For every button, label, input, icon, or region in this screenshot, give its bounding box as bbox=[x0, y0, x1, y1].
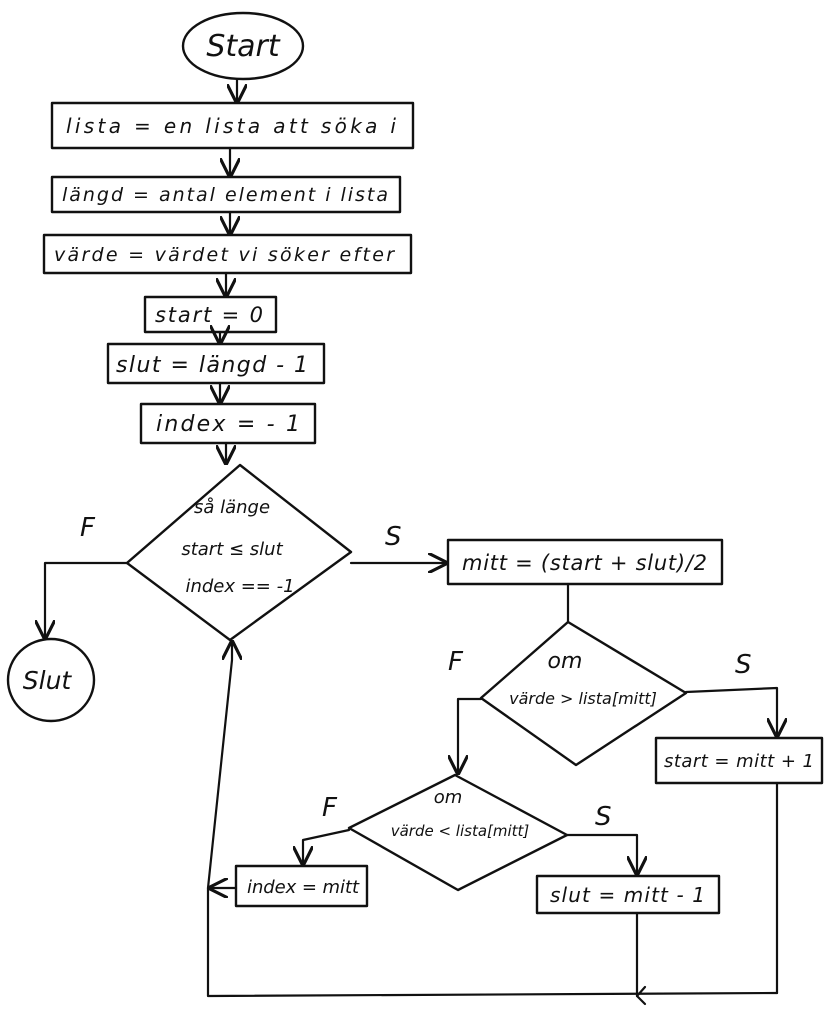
decision-greater-true-label: S bbox=[735, 650, 752, 680]
decision-greater bbox=[479, 620, 688, 767]
start-label: Start bbox=[206, 29, 281, 64]
arrow-decision-greater-false bbox=[458, 697, 483, 773]
step-index-update-label: index = mitt bbox=[247, 877, 360, 898]
decision-less-line2: värde < lista[mitt] bbox=[391, 822, 530, 840]
loop-true-label: S bbox=[385, 522, 402, 552]
step-mitt bbox=[446, 538, 724, 586]
step-start-update bbox=[654, 736, 824, 785]
loop-line3: index == -1 bbox=[185, 576, 294, 597]
arrow-decision-less-false bbox=[303, 828, 351, 864]
arrow-decision-less-true bbox=[565, 833, 637, 874]
start-terminal bbox=[181, 11, 305, 81]
loop-line2: start ≤ slut bbox=[181, 539, 283, 560]
step-varde-label: värde = värdet vi söker efter bbox=[54, 244, 395, 266]
step-lista bbox=[50, 101, 415, 150]
decision-greater-line1: om bbox=[548, 649, 583, 674]
decision-greater-false-label: F bbox=[448, 647, 464, 677]
step-slut-init bbox=[106, 342, 326, 385]
arrow-loop-false bbox=[45, 561, 129, 638]
step-slut-update-label: slut = mitt - 1 bbox=[550, 883, 705, 907]
step-slut-init-label: slut = längd - 1 bbox=[116, 353, 308, 378]
step-slut-update bbox=[535, 874, 721, 915]
step-mitt-label: mitt = (start + slut)/2 bbox=[462, 551, 707, 575]
loop-false-label: F bbox=[80, 513, 96, 543]
end-terminal bbox=[6, 637, 96, 723]
step-start-zero-label: start = 0 bbox=[155, 303, 263, 327]
step-start-update-label: start = mitt + 1 bbox=[664, 751, 814, 772]
loop-line1: så länge bbox=[194, 497, 270, 518]
step-index-update bbox=[234, 864, 369, 908]
line-bottom-return bbox=[206, 886, 779, 998]
step-index-init-label: index = - 1 bbox=[156, 412, 300, 437]
decision-greater-line2: värde > lista[mitt] bbox=[509, 689, 657, 708]
decision-less-line1: om bbox=[434, 787, 463, 808]
decision-less-false-label: F bbox=[322, 793, 338, 823]
decision-less bbox=[347, 773, 569, 892]
arrow-merge-marker bbox=[635, 985, 647, 1006]
step-varde bbox=[42, 233, 413, 275]
arrow-return-to-loop bbox=[206, 642, 232, 890]
step-lista-label: lista = en lista att söka i bbox=[66, 114, 396, 138]
decision-less-true-label: S bbox=[595, 802, 612, 832]
loop-decision bbox=[125, 463, 353, 642]
arrow-decision-greater-true bbox=[684, 686, 777, 736]
end-label: Slut bbox=[23, 666, 73, 695]
